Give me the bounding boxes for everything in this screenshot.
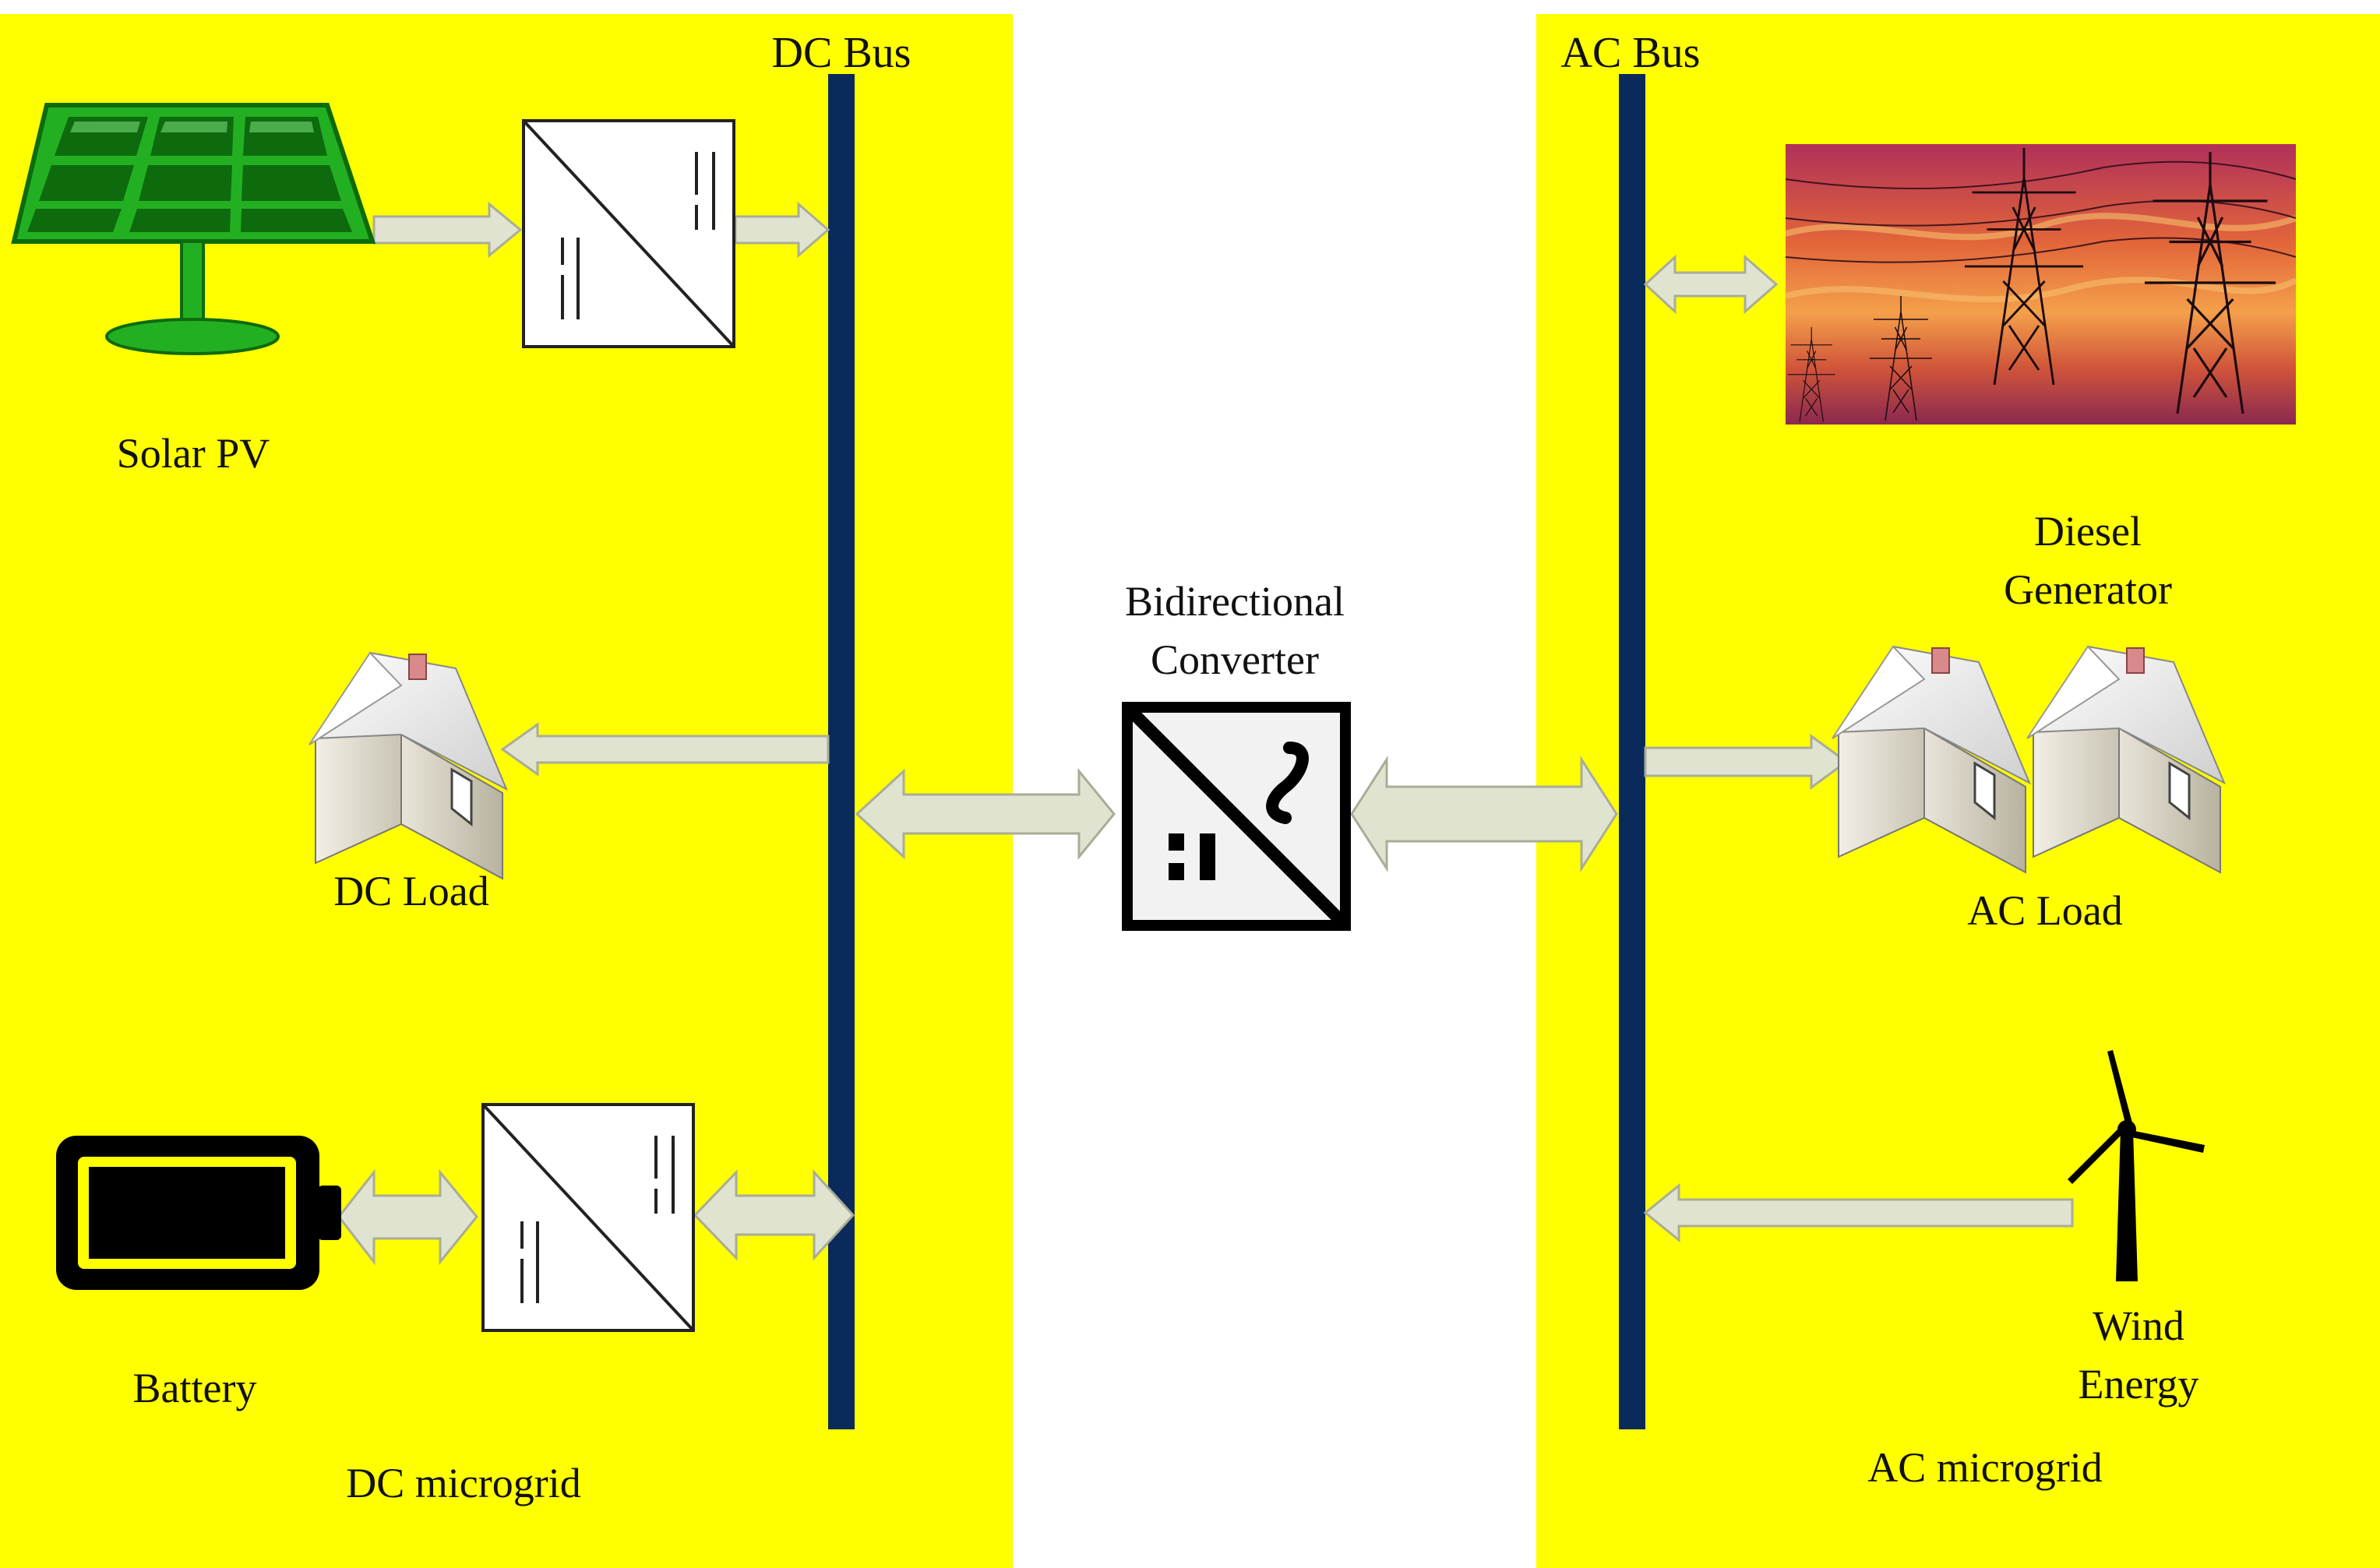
arrow-ac-bus-diesel [1643,254,1779,315]
arrow-ac-bus-to-ac-load [1644,734,1849,790]
arrow-battery-converter [337,1168,478,1266]
battery-icon [56,1136,341,1290]
dc-microgrid-label: DC microgrid [346,1460,580,1506]
solar-pv-label: Solar PV [117,430,270,477]
power-pylons-image [1784,144,2297,425]
ac-bus-label: AC Bus [1561,29,1701,77]
ac-dc-converter-icon [1122,702,1351,931]
ac-load-label: AC Load [1967,887,2122,934]
ac-microgrid-label: AC microgrid [1867,1444,2102,1491]
dc-microgrid-panel [0,14,1013,1568]
converter-label-line2: Converter [1151,636,1319,683]
converter-label-line1: Bidirectional [1125,578,1345,625]
arrows [337,201,2074,1266]
arrow-battery-converter-dc-bus [693,1169,855,1261]
arrow-converter-to-dc-bus [734,201,830,259]
arrow-wind-to-ac-bus [1643,1182,2074,1243]
diesel-label-line2: Generator [2004,566,2172,613]
battery-label: Battery [133,1365,257,1411]
dc-load-label: DC Load [333,868,488,914]
arrow-solar-to-converter [372,201,523,259]
arrow-ac-bus-bidirectional [1350,755,1618,873]
dc-dc-converter-icon [481,1103,695,1332]
wind-turbine-icon [2068,1050,2205,1281]
diesel-label-line1: Diesel [2034,508,2142,555]
arrow-dc-bus-to-dc-load [500,722,830,777]
wind-label-line2: Energy [2079,1361,2199,1408]
solar-panel-icon [11,103,376,355]
dc-dc-converter-icon [522,119,735,348]
arrow-dc-bus-bidirectional [855,767,1116,861]
ac-bus-bar [1619,74,1645,1429]
wind-label-line1: Wind [2093,1302,2184,1349]
dc-bus-label: DC Bus [772,29,911,77]
